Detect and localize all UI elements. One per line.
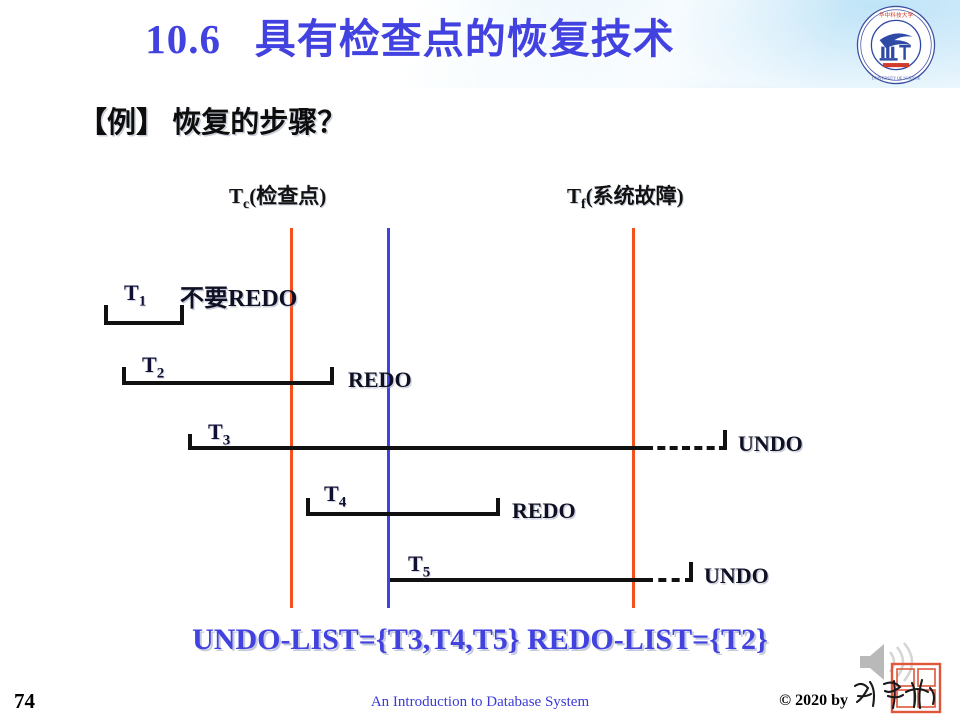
failure-label-prefix: T bbox=[567, 184, 582, 208]
checkpoint-axis-label: Tc(检查点) bbox=[229, 180, 326, 213]
t3-dashed-extension bbox=[645, 446, 727, 450]
transaction-label-t4: T4 bbox=[324, 481, 347, 511]
undo-redo-lists: UNDO-LIST={T3,T4,T5} REDO-LIST={T2} bbox=[192, 623, 768, 656]
t5-annotation: UNDO bbox=[704, 563, 769, 588]
svg-text:UNIVERSITY OF SCIENCE: UNIVERSITY OF SCIENCE bbox=[872, 75, 921, 80]
t4-start-tick bbox=[306, 498, 310, 516]
checkpoint-label-sub: c bbox=[243, 197, 250, 213]
t2-span-bar bbox=[122, 381, 334, 385]
red-stamp-seal bbox=[890, 662, 942, 714]
example-heading: 【例】 恢复的步骤？ bbox=[78, 107, 347, 139]
failure-label-sub: f bbox=[581, 197, 586, 213]
page-title: 10.6 具有检查点的恢复技术 bbox=[0, 5, 820, 65]
section-number: 10.6 bbox=[145, 16, 221, 62]
handwritten-signature bbox=[853, 678, 936, 710]
transaction-label-t2: T2 bbox=[142, 352, 165, 382]
t3-end-tick bbox=[723, 430, 727, 450]
t1-span-bar bbox=[104, 321, 184, 325]
t4-annotation: REDO bbox=[512, 498, 576, 523]
t4-end-tick bbox=[496, 498, 500, 516]
page-number: 74 bbox=[14, 689, 35, 713]
speaker-icon[interactable] bbox=[856, 638, 918, 686]
footer-book-title: An Introduction to Database System bbox=[370, 694, 590, 710]
transaction-label-t5: T5 bbox=[408, 551, 431, 581]
hust-university-seal-logo: 华中科技大学 UNIVERSITY OF SCIENCE bbox=[856, 5, 936, 85]
t3-annotation: UNDO bbox=[738, 431, 803, 456]
t4-span-bar bbox=[306, 512, 500, 516]
t1-end-tick bbox=[180, 305, 184, 325]
failure-label-suffix: (系统故障) bbox=[585, 184, 684, 208]
transaction-label-t3: T3 bbox=[208, 419, 231, 449]
checkpoint-label-suffix: (检查点) bbox=[249, 184, 327, 208]
t3-span-bar bbox=[188, 446, 645, 450]
slide-header: 10.6 具有检查点的恢复技术 华中科技大学 UNIVERSITY OF SCI… bbox=[0, 0, 960, 88]
t5-end-tick bbox=[689, 562, 693, 582]
svg-text:华中科技大学: 华中科技大学 bbox=[879, 11, 914, 19]
failure-vertical-line bbox=[632, 228, 635, 608]
t1-start-tick bbox=[104, 305, 108, 325]
copyright-text: © 2020 by bbox=[779, 692, 848, 709]
t5-dashed-extension bbox=[645, 578, 693, 582]
t1-annotation: 不要REDO bbox=[180, 286, 298, 312]
t5-span-bar bbox=[390, 578, 645, 582]
t3-start-tick bbox=[188, 434, 192, 450]
checkpoint-vertical-line bbox=[290, 228, 293, 608]
t2-start-tick bbox=[122, 367, 126, 385]
checkpoint-label-prefix: T bbox=[229, 184, 244, 208]
transaction-label-t1: T1 bbox=[124, 280, 147, 310]
title-text: 具有检查点的恢复技术 bbox=[254, 16, 675, 62]
t2-annotation: REDO bbox=[348, 367, 412, 392]
secondary-vertical-line bbox=[387, 228, 390, 608]
failure-axis-label: Tf(系统故障) bbox=[567, 180, 684, 213]
t2-end-tick bbox=[330, 367, 334, 385]
